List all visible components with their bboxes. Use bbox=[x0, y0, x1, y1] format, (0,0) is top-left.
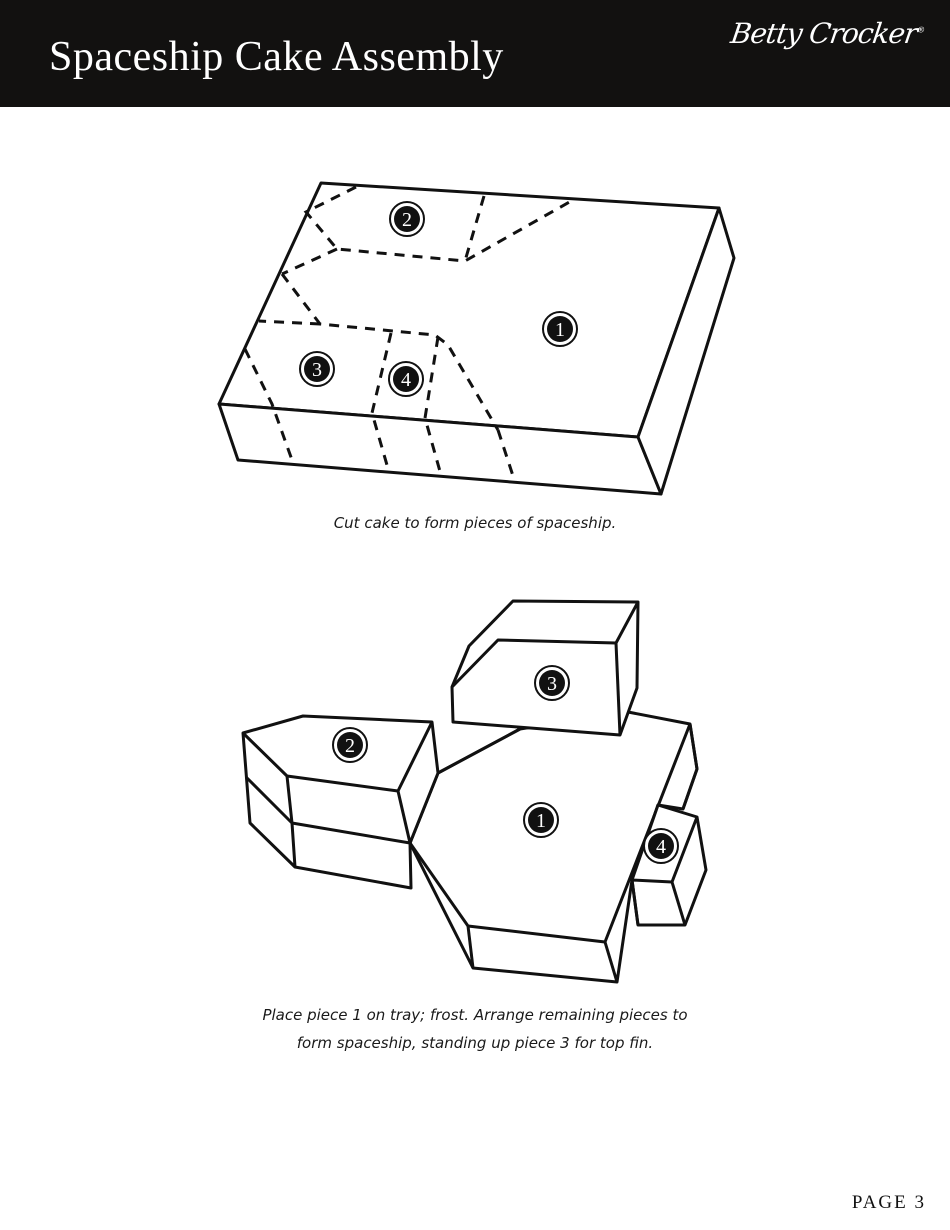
assembly-caption-line-1: Place piece 1 on tray; frost. Arrange re… bbox=[262, 1006, 688, 1024]
svg-text:1: 1 bbox=[536, 810, 546, 832]
svg-text:1: 1 bbox=[555, 319, 565, 341]
piece-1-badge: 1 bbox=[542, 311, 578, 347]
cake-cut-diagram: 2 1 3 4 bbox=[217, 181, 736, 496]
svg-text:2: 2 bbox=[345, 735, 355, 757]
piece-4-badge: 4 bbox=[388, 361, 424, 397]
svg-text:3: 3 bbox=[547, 673, 557, 695]
piece-1-badge: 1 bbox=[523, 802, 559, 838]
header-bar: Spaceship Cake Assembly Betty Crocker® bbox=[0, 0, 950, 107]
cut-diagram-caption: Cut cake to form pieces of spaceship. bbox=[333, 514, 617, 532]
piece-3-badge: 3 bbox=[299, 351, 335, 387]
cake-assembly-diagram: 3 2 1 4 bbox=[241, 599, 708, 984]
assembly-caption-line-2: form spaceship, standing up piece 3 for … bbox=[296, 1034, 654, 1052]
piece-2-badge: 2 bbox=[389, 201, 425, 237]
piece-2-badge: 2 bbox=[332, 727, 368, 763]
piece-4-badge: 4 bbox=[643, 828, 679, 864]
page-title: Spaceship Cake Assembly bbox=[49, 34, 504, 80]
svg-text:4: 4 bbox=[401, 369, 411, 391]
piece-3-badge: 3 bbox=[534, 665, 570, 701]
svg-text:2: 2 bbox=[402, 209, 412, 231]
assembly-diagram-caption: Place piece 1 on tray; frost. Arrange re… bbox=[0, 1001, 950, 1057]
page-number: PAGE 3 bbox=[851, 1192, 926, 1213]
svg-text:3: 3 bbox=[312, 359, 322, 381]
svg-text:4: 4 bbox=[656, 836, 666, 858]
